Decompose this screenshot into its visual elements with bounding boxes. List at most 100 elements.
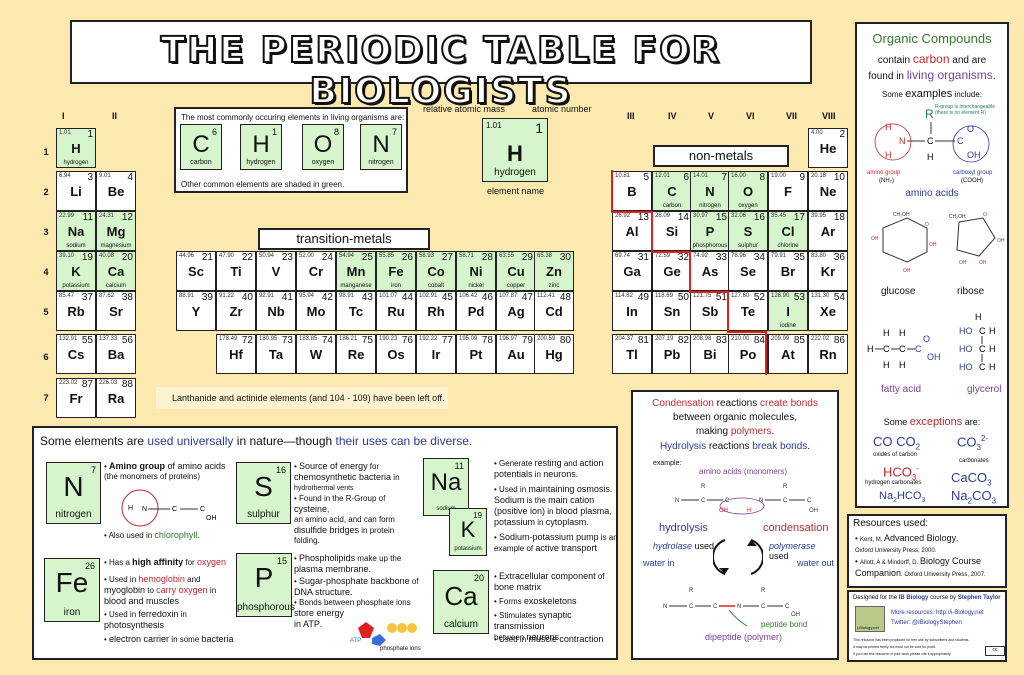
element-number: 41 <box>281 292 293 303</box>
oxides-label: oxides of carbon <box>873 452 918 458</box>
svg-text:C: C <box>915 344 922 354</box>
element-mass: 88.91 <box>179 293 195 299</box>
metalloid-line <box>651 211 653 253</box>
element-number: 83 <box>715 335 727 346</box>
iron-bullet-1: • Has a high affinity for oxygen <box>104 557 226 567</box>
element-number: 40 <box>241 292 253 303</box>
element-number: 44 <box>401 292 413 303</box>
element-mass: 127.60 <box>731 293 750 299</box>
element-mass: 112.41 <box>537 293 555 299</box>
svg-text:H: H <box>927 152 934 162</box>
ribose-label: ribose <box>957 286 985 297</box>
svg-text:CH₂OH: CH₂OH <box>893 212 910 218</box>
card-potassium: 19 K potassium <box>449 508 487 556</box>
element-symbol: At <box>781 347 795 362</box>
element-number: 80 <box>559 335 571 346</box>
element-number: 8 <box>759 172 765 183</box>
element-symbol: Li <box>70 184 82 199</box>
element-mass: 40.08 <box>99 253 115 259</box>
element-symbol: Re <box>347 347 365 362</box>
element-symbol: Y <box>191 304 201 319</box>
element-number: 1 <box>87 129 93 140</box>
period-label-1: 1 <box>43 147 49 157</box>
metalloid-line <box>727 331 767 333</box>
monomers-label: amino acids (monomers) <box>699 467 788 476</box>
element-mass: 9.01 <box>99 173 111 179</box>
phosphate-ions-label: phosphate ions <box>380 646 421 652</box>
element-name: nickel <box>468 283 484 289</box>
element-symbol: Pd <box>467 304 485 319</box>
element-mass: 74.92 <box>693 253 709 259</box>
svg-text:C: C <box>689 604 694 610</box>
credits-panel: Designed for the IB Biology course by St… <box>847 590 1007 662</box>
svg-text:C: C <box>957 136 964 146</box>
element-mass: 87.62 <box>99 293 115 299</box>
element-number: 87 <box>81 379 93 390</box>
element-symbol: Hg <box>545 347 563 362</box>
designed-by: Designed for the IB Biology course by St… <box>853 595 1001 601</box>
period-label-2: 2 <box>43 187 49 197</box>
element-mass: 132.91 <box>59 336 78 342</box>
dipeptide-label: dipeptide (polymer) <box>705 632 783 642</box>
element-number: 49 <box>637 292 649 303</box>
element-mass: 195.09 <box>459 336 478 342</box>
svg-text:OH: OH <box>927 352 941 362</box>
amino-group-diagram: H N C C OH <box>121 489 217 527</box>
svg-text:R: R <box>925 108 934 121</box>
group-label-8: VIII <box>822 111 836 121</box>
iron-bullet-4: • electron carrier in some bacteria <box>104 634 234 644</box>
universal-heading: Some elements are used universally in na… <box>40 434 473 448</box>
group-label-3: III <box>627 111 635 121</box>
element-symbol: P <box>705 224 715 239</box>
metalloid-line <box>689 251 691 293</box>
key-mass-label: relative atomic mass <box>423 104 506 114</box>
element-mass: 126.90 <box>771 293 790 299</box>
element-mass: 186.21 <box>339 336 358 342</box>
element-symbol: B <box>627 184 637 199</box>
element-symbol: Ag <box>507 304 525 319</box>
element-symbol: Ar <box>820 224 836 239</box>
svg-text:OH: OH <box>809 508 818 514</box>
element-mass: 47.90 <box>219 253 235 259</box>
element-symbol: Bi <box>703 347 717 362</box>
element-mass: 39.10 <box>59 253 75 259</box>
period-label-7: 7 <box>43 393 49 403</box>
element-symbol: Cd <box>545 304 563 319</box>
sodium-bullet-2: • Used in maintaining osmosis.Sodium is … <box>494 484 613 527</box>
element-number: 85 <box>793 335 805 346</box>
svg-text:C: C <box>979 362 986 372</box>
element-symbol: Hf <box>229 347 243 362</box>
key-name: hydrogen <box>494 167 536 178</box>
element-symbol: Ta <box>268 347 284 362</box>
element-symbol: Tc <box>348 304 364 319</box>
element-number: 24 <box>321 252 333 263</box>
element-mass: 58.71 <box>459 253 475 259</box>
key-element-hydrogen: 1.01 1 H hydrogen <box>482 118 548 182</box>
svg-text:R: R <box>689 588 694 594</box>
organic-compounds-panel: Organic Compounds contain carbon and are… <box>855 22 1009 508</box>
element-mass: 32.06 <box>731 213 747 219</box>
element-symbol: Rn <box>819 347 837 362</box>
element-mass: 4.00 <box>811 130 823 136</box>
svg-text:C: C <box>785 604 790 610</box>
sulphur-bullet-2: • Found in the R-Group of cysteine,an am… <box>294 494 395 545</box>
element-mass: 1.01 <box>59 130 71 136</box>
more-resources: More resources: http://i-Biology.net <box>891 610 984 616</box>
element-number: 43 <box>361 292 373 303</box>
